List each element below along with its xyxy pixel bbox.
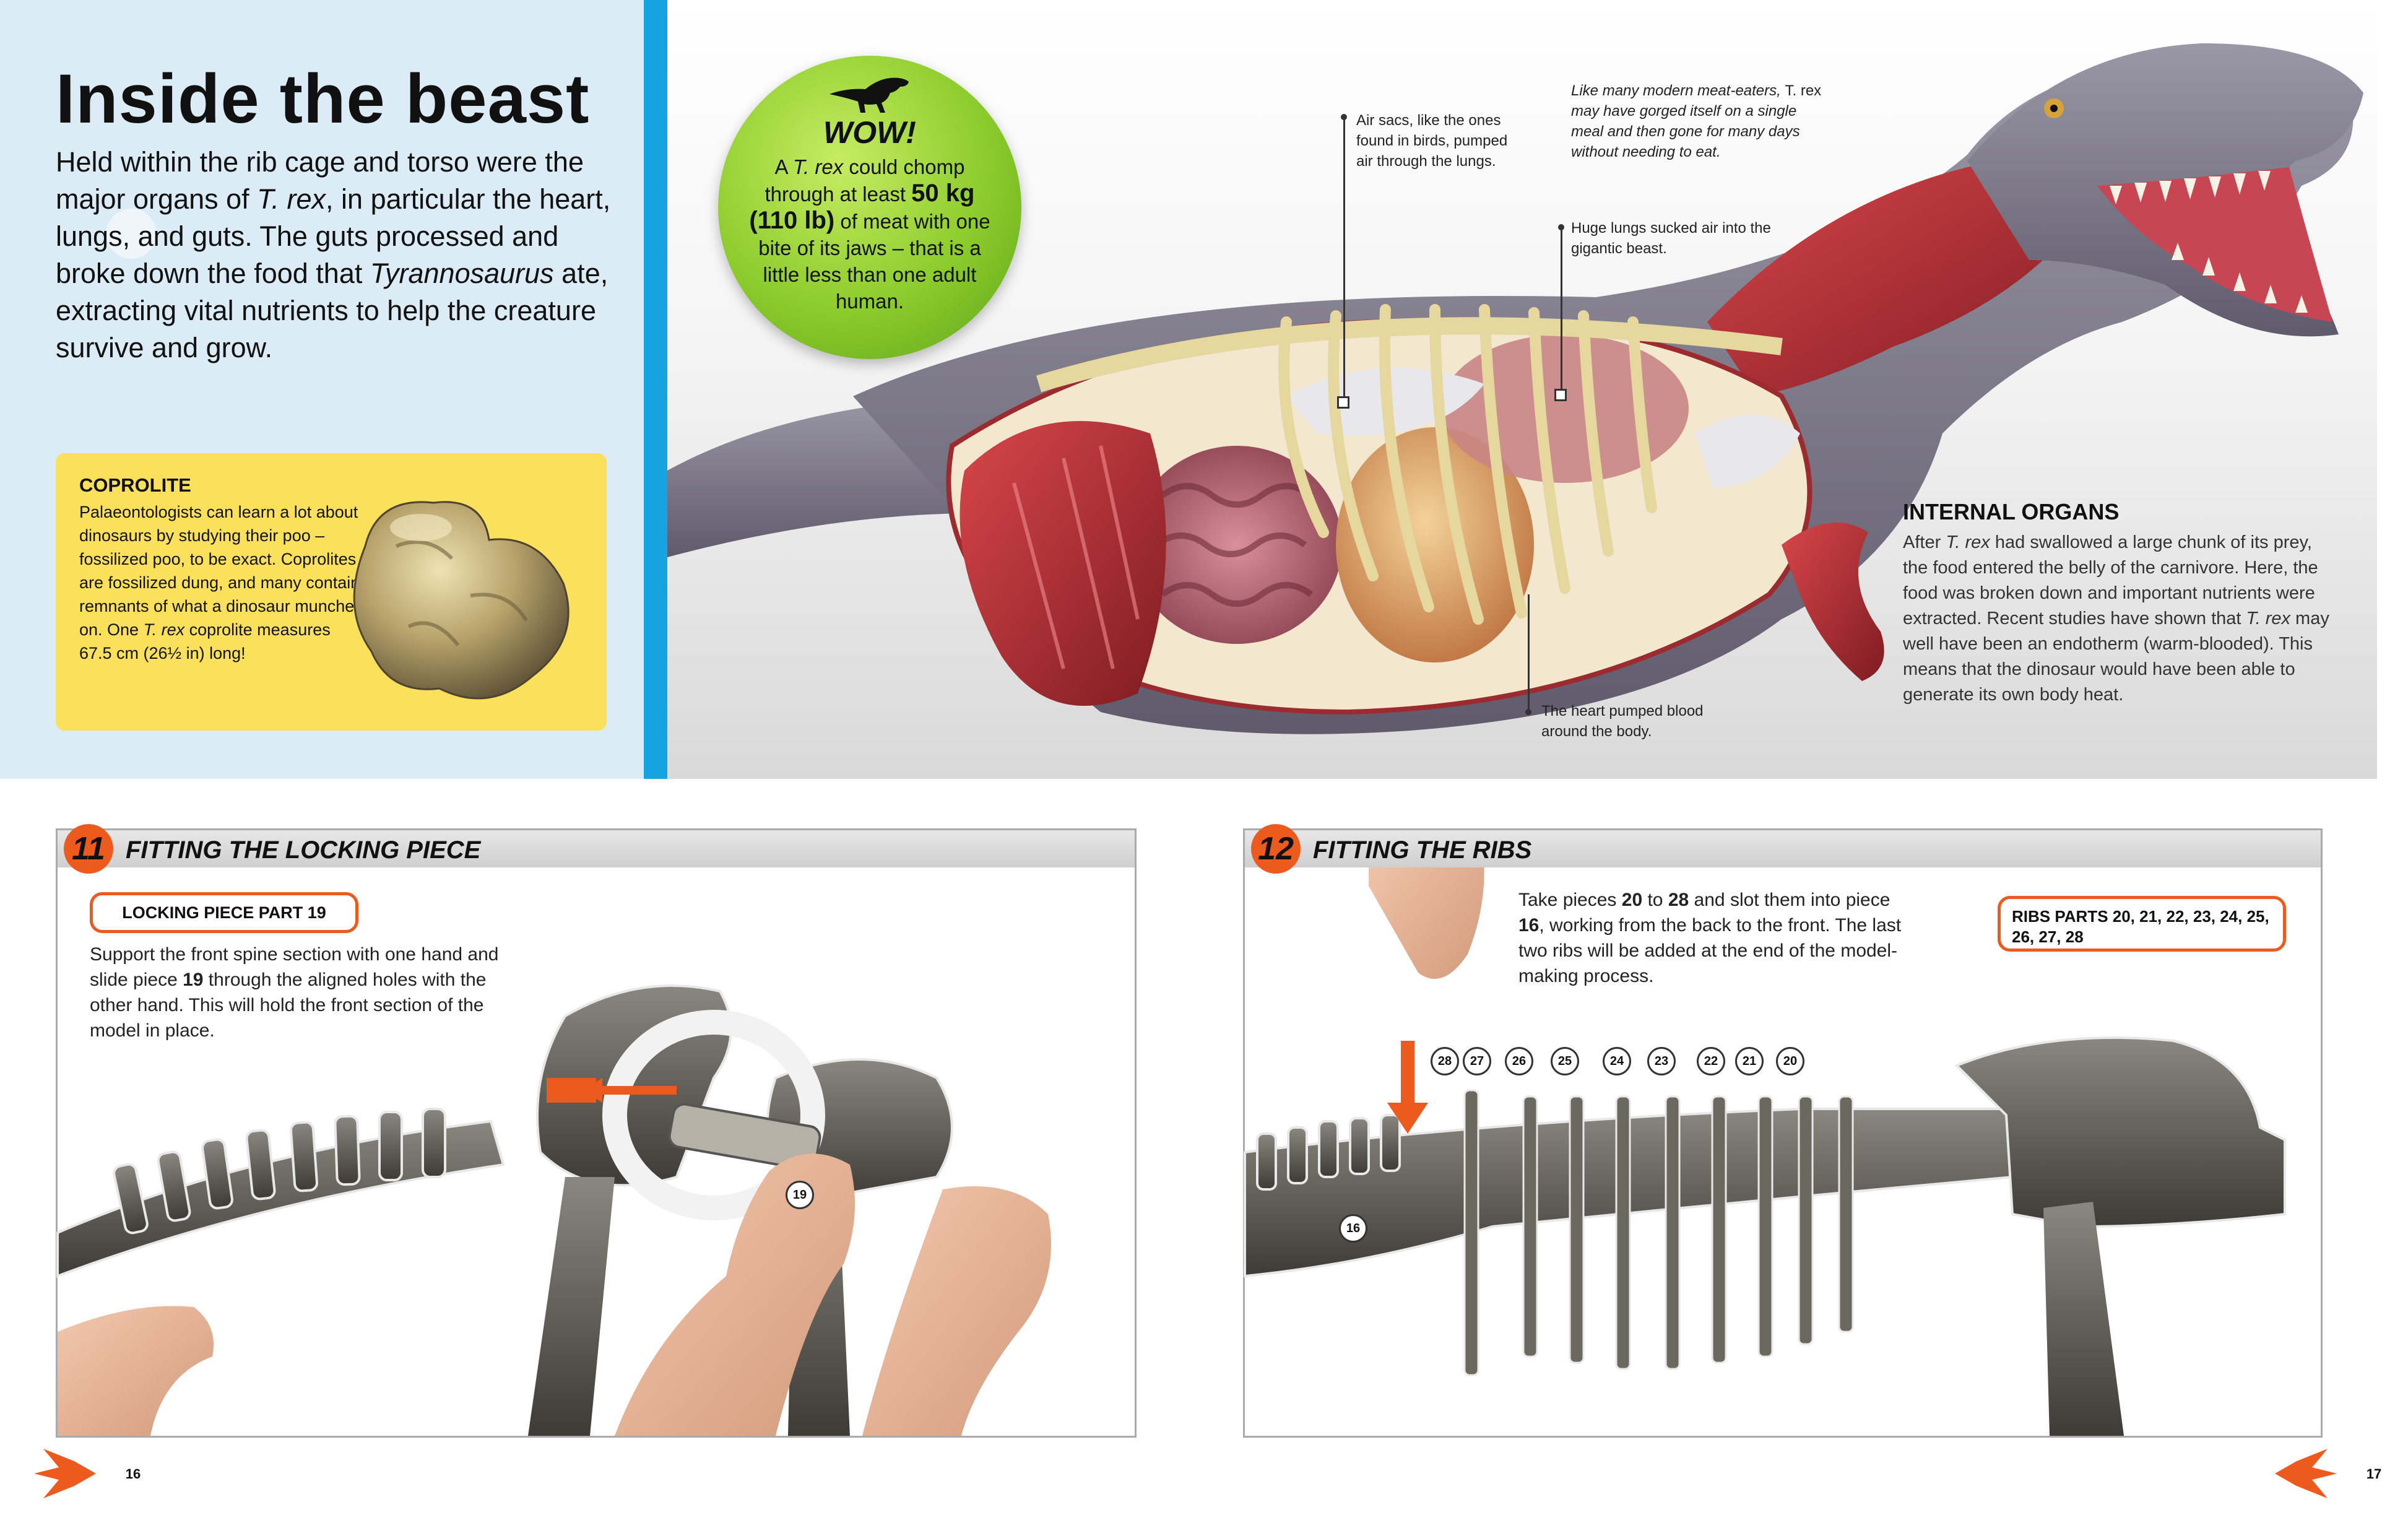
coprolite-image [353,501,570,700]
rib-label: 26 [1505,1047,1533,1075]
coprolite-text: Palaeontologists can learn a lot about d… [79,503,364,662]
lungs-pointer-line [1561,228,1562,389]
rib-label: 25 [1551,1047,1579,1075]
rib-label: 20 [1776,1047,1804,1075]
rib-label: 23 [1647,1047,1676,1075]
step-12-title: FITTING THE RIBS [1313,836,1532,864]
meat-eaters-annotation: Like many modern meat-eaters, T. rex may… [1571,82,1822,160]
blue-edge-strip [644,0,667,779]
step-12-instructions: Take pieces 20 to 28 and slot them into … [1518,890,1902,986]
lungs-pointer-end [1554,389,1567,401]
step-12-panel: 12 FITTING THE RIBS Take pieces 20 to 28… [1243,824,2323,1438]
intro-paragraph: Held within the rib cage and torso were … [56,146,611,363]
step-11-title: FITTING THE LOCKING PIECE [126,836,481,864]
step-12-number: 12 [1251,824,1301,874]
footprint-icon [2275,1449,2337,1498]
heart-pointer-dot [1525,709,1531,715]
internal-organs-text: After T. rex had swallowed a large chunk… [1903,532,2329,705]
air-sacs-pointer-dot [1341,114,1347,120]
rib-label: 21 [1735,1047,1764,1075]
rib-label: 24 [1603,1047,1631,1075]
step-11-number: 11 [64,824,113,874]
footprint-icon [34,1449,96,1498]
coprolite-title: COPROLITE [79,474,191,496]
step-12-parts-box: RIBS PARTS 20, 21, 22, 23, 24, 25, 26, 2… [1998,896,2286,952]
spine-piece-16-label: 16 [1339,1214,1367,1243]
lungs-annotation: Huge lungs sucked air into the gigantic … [1571,220,1771,257]
air-sacs-pointer-line [1343,118,1345,402]
lungs-pointer-dot [1558,224,1564,230]
locking-piece-photo [56,984,1051,1436]
coprolite-box: COPROLITE Palaeontologists can learn a l… [56,453,607,731]
wow-fact-badge: WOW! A T. rex could chomp through at lea… [718,56,1021,359]
fitting-ribs-photo [1244,830,2286,1436]
step-11-panel: 11 FITTING THE LOCKING PIECE LOCKING PIE… [56,824,1137,1438]
step-11-instructions: Support the front spine section with one… [90,944,499,1041]
heart-annotation: The heart pumped blood around the body. [1541,703,1704,740]
wow-label: WOW! [823,115,916,150]
step-11-parts-box: LOCKING PIECE PART 19 [90,892,358,933]
rib-label: 27 [1463,1047,1491,1075]
rib-label: 22 [1697,1047,1725,1075]
rib-label-28: 28 [1431,1047,1459,1075]
internal-organs-title: INTERNAL ORGANS [1903,499,2120,524]
page-number-left: 16 [31,1449,141,1498]
step-11-header: 11 FITTING THE LOCKING PIECE [58,824,1135,874]
piece-19-label: 19 [786,1181,814,1209]
page-number-right: 17 [2272,1449,2381,1498]
wow-fact-text: A T. rex could chomp through at least 50… [749,155,990,313]
trex-cutaway-image [667,43,2363,734]
air-sacs-pointer-end [1337,396,1349,409]
air-sacs-annotation: Air sacs, like the ones found in birds, … [1356,112,1508,170]
page-title: Inside the beast [56,60,590,137]
step-12-header: 12 FITTING THE RIBS [1245,824,2321,874]
heart-pointer-line [1528,594,1530,712]
trex-silhouette-icon [829,77,909,113]
